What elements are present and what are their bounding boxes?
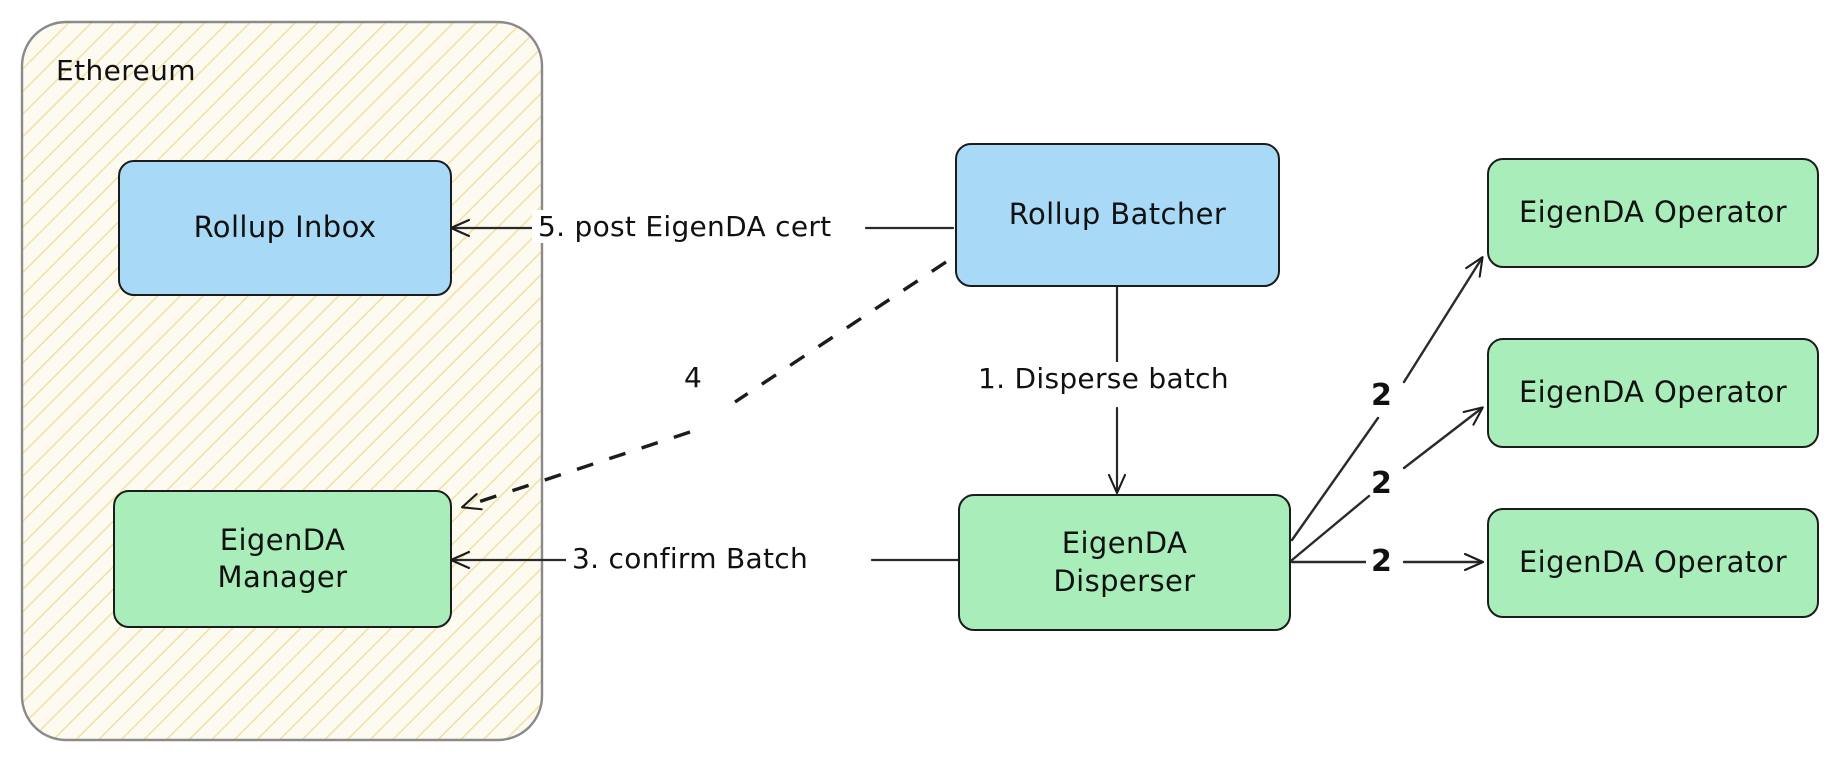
node-eigenda-operator-1-label: EigenDA Operator xyxy=(1518,195,1788,230)
edge-label-step-4: 4 xyxy=(684,361,703,394)
node-eigenda-operator-2-label: EigenDA Operator xyxy=(1518,375,1788,410)
node-rollup-batcher[interactable]: Rollup Batcher xyxy=(955,143,1280,287)
edge-label-step-2-operator-3: 2 xyxy=(1366,544,1398,579)
edge-label-confirm-batch: 3. confirm Batch xyxy=(566,542,815,575)
node-eigenda-disperser[interactable]: EigenDA Disperser xyxy=(958,494,1291,631)
edge-step-2-operator-1 xyxy=(1290,258,1482,542)
edge-label-post-eigenda-cert: 5. post EigenDA cert xyxy=(532,210,838,243)
node-eigenda-disperser-label-line1: EigenDA xyxy=(1061,526,1188,561)
edge-step-4-dashed xyxy=(463,260,947,507)
group-ethereum xyxy=(20,20,544,742)
edge-label-disperse-batch: 1. Disperse batch xyxy=(972,362,1235,395)
node-eigenda-operator-1[interactable]: EigenDA Operator xyxy=(1487,158,1819,268)
group-label-ethereum: Ethereum xyxy=(56,54,196,87)
edge-step-2-operator-2 xyxy=(1290,408,1482,562)
node-rollup-inbox-label: Rollup Inbox xyxy=(193,210,377,245)
node-eigenda-manager-label-line2: Manager xyxy=(217,560,348,594)
node-eigenda-disperser-label-line2: Disperser xyxy=(1053,563,1196,598)
edge-label-step-2-operator-2: 2 xyxy=(1371,466,1393,501)
node-rollup-batcher-label: Rollup Batcher xyxy=(1008,197,1227,232)
node-rollup-inbox[interactable]: Rollup Inbox xyxy=(118,160,452,296)
node-eigenda-operator-3-label: EigenDA Operator xyxy=(1518,545,1788,580)
node-eigenda-manager-label-line1: EigenDA xyxy=(219,522,346,557)
edge-label-step-2-operator-1: 2 xyxy=(1371,378,1393,413)
node-eigenda-manager[interactable]: EigenDA Manager xyxy=(113,490,452,628)
node-eigenda-operator-3[interactable]: EigenDA Operator xyxy=(1487,508,1819,618)
node-eigenda-operator-2[interactable]: EigenDA Operator xyxy=(1487,338,1819,448)
